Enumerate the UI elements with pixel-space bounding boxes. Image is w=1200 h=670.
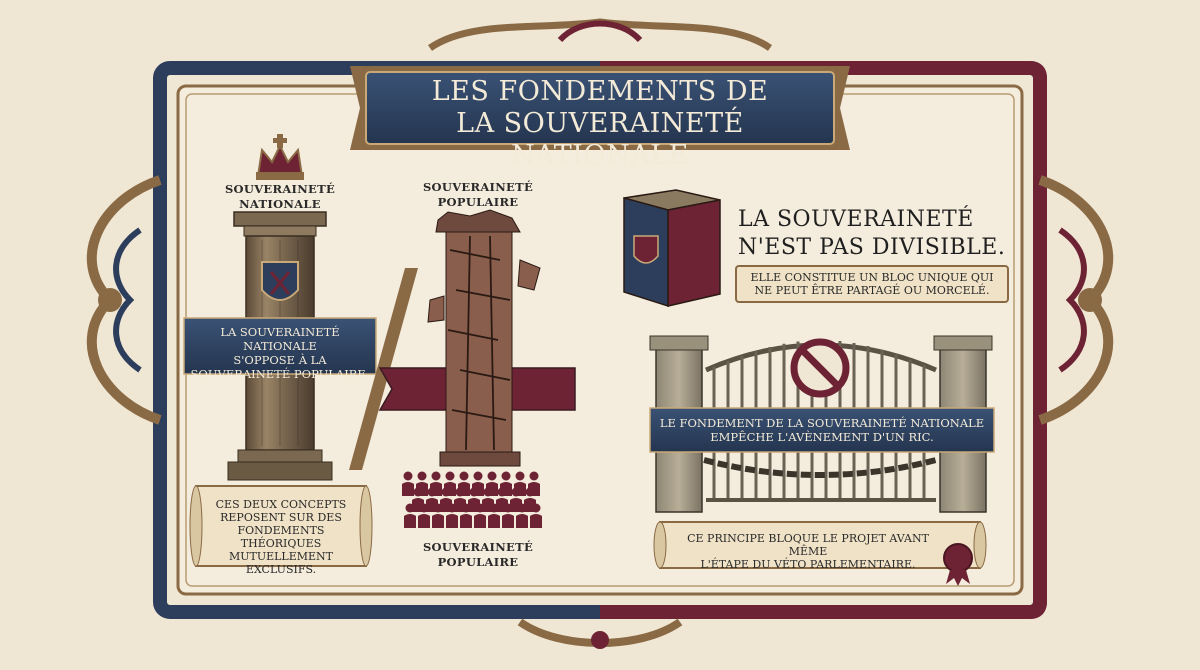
right-scroll-line-2: L'ÉTAPE DU VÉTO PARLEMENTAIRE. [700, 558, 916, 571]
left-scroll-line-2: REPOSENT SUR DES [220, 511, 342, 524]
wax-seal-icon [943, 543, 973, 586]
indivisible-heading: LA SOUVERAINETÉ N'EST PAS DIVISIBLE. [738, 206, 1018, 262]
opposition-banner-shape [183, 317, 377, 375]
indivisible-note-line-2: NE PEUT ÊTRE PARTAGÉ OU MORCELÉ. [754, 284, 990, 297]
crown-icon [256, 134, 304, 180]
gate-banner: LE FONDEMENT DE LA SOUVERAINETÉ NATIONAL… [652, 416, 992, 444]
gate-banner-line-1: LE FONDEMENT DE LA SOUVERAINETÉ NATIONAL… [659, 416, 985, 430]
left-scroll-shape [189, 485, 373, 567]
page-title: LES FONDEMENTS DE LA SOUVERAINETÉ NATION… [380, 76, 820, 172]
shield-emblem-icon [261, 261, 299, 301]
popular-label-bottom-line-1: SOUVERAINETÉ [422, 540, 534, 554]
popular-label-bottom: SOUVERAINETÉ POPULAIRE [410, 540, 546, 570]
national-label: SOUVERAINETÉ NATIONALE [212, 182, 348, 212]
crowd-icon [402, 471, 542, 528]
title-line-1: LES FONDEMENTS DE [431, 76, 769, 107]
popular-label-top: SOUVERAINETÉ POPULAIRE [410, 180, 546, 210]
title-plaque [350, 66, 850, 150]
chain-icon [703, 457, 937, 478]
indivisible-heading-line-1: LA SOUVERAINETÉ [738, 207, 974, 232]
national-label-line-2: NATIONALE [239, 197, 321, 211]
opposition-banner: LA SOUVERAINETÉ NATIONALE S'OPPOSE À LA … [188, 325, 372, 381]
indivisible-heading-line-2: N'EST PAS DIVISIBLE. [738, 235, 1006, 260]
popular-label-top-line-1: SOUVERAINETÉ [422, 180, 534, 194]
prohibited-icon [790, 338, 850, 398]
gate-banner-line-2: EMPÊCHE L'AVÈNEMENT D'UN RIC. [710, 430, 934, 444]
sovereignty-cube [623, 189, 721, 308]
gate-banner-shape [649, 407, 995, 453]
opposition-banner-line-1: LA SOUVERAINETÉ NATIONALE [220, 325, 340, 353]
indivisible-note-line-1: ELLE CONSTITUE UN BLOC UNIQUE QUI [750, 271, 994, 284]
left-scroll-line-3: FONDEMENTS THÉORIQUES [237, 524, 325, 550]
indivisible-note: ELLE CONSTITUE UN BLOC UNIQUE QUI NE PEU… [738, 271, 1006, 297]
left-scroll-line-4: MUTUELLEMENT EXCLUSIFS. [228, 550, 334, 576]
opposition-banner-line-3: SOUVERAINETÉ POPULAIRE. [190, 367, 370, 381]
left-scroll-line-1: CES DEUX CONCEPTS [215, 498, 347, 511]
right-scroll-line-1: CE PRINCIPE BLOQUE LE PROJET AVANT MÊME [687, 532, 929, 558]
right-scroll-text: CE PRINCIPE BLOQUE LE PROJET AVANT MÊME … [668, 532, 948, 571]
title-line-2: LA SOUVERAINETÉ NATIONALE [456, 108, 744, 171]
right-scroll-shape [653, 521, 987, 569]
popular-label-top-line-2: POPULAIRE [437, 195, 519, 209]
national-label-line-1: SOUVERAINETÉ [224, 182, 336, 196]
popular-label-bottom-line-2: POPULAIRE [437, 555, 519, 569]
popular-pillar [427, 209, 541, 467]
left-scroll-text: CES DEUX CONCEPTS REPOSENT SUR DES FONDE… [200, 498, 362, 576]
opposition-banner-line-2: S'OPPOSE À LA [233, 353, 327, 367]
indivisible-note-shape [735, 265, 1009, 303]
